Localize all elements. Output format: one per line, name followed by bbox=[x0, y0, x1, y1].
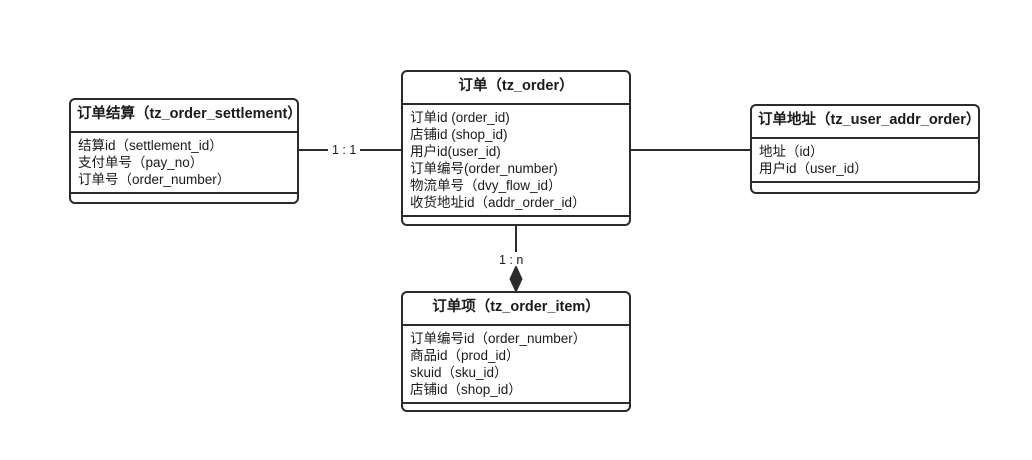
entity-order[interactable]: 订单（tz_order） 订单id (order_id) 店铺id (shop_… bbox=[401, 70, 631, 226]
field-row: 支付单号（pay_no） bbox=[78, 154, 204, 170]
entity-title-user-addr-order: 订单地址（tz_user_addr_order） bbox=[752, 106, 980, 139]
relationship-label-settlement-order: 1 : 1 bbox=[328, 142, 361, 158]
entity-title-order: 订单（tz_order） bbox=[403, 72, 629, 105]
field-row: 结算id（settlement_id） bbox=[78, 137, 223, 153]
field-row: 订单id (order_id) bbox=[410, 109, 510, 125]
entity-order-item[interactable]: 订单项（tz_order_item） 订单编号id（order_number） … bbox=[401, 291, 631, 412]
field-row: 店铺id (shop_id) bbox=[410, 126, 508, 142]
field-row: 收货地址id（addr_order_id） bbox=[410, 194, 586, 210]
entity-fields-order-item: 订单编号id（order_number） 商品id（prod_id） skuid… bbox=[403, 326, 629, 404]
field-row: 订单编号id（order_number） bbox=[410, 330, 587, 346]
field-row: 物流单号（dvy_flow_id） bbox=[410, 177, 562, 193]
entity-fields-order: 订单id (order_id) 店铺id (shop_id) 用户id(user… bbox=[403, 105, 629, 217]
field-row: 商品id（prod_id） bbox=[410, 347, 520, 363]
field-row: 地址（id） bbox=[759, 143, 824, 159]
entity-fields-order-settlement: 结算id（settlement_id） 支付单号（pay_no） 订单号（ord… bbox=[71, 133, 297, 194]
field-row: 店铺id（shop_id） bbox=[410, 381, 522, 397]
field-row: skuid（sku_id） bbox=[410, 364, 508, 380]
field-row: 用户id(user_id) bbox=[410, 143, 501, 159]
entity-title-order-item: 订单项（tz_order_item） bbox=[403, 293, 629, 326]
entity-title-order-settlement: 订单结算（tz_order_settlement） bbox=[71, 100, 302, 133]
connector-order-address bbox=[631, 149, 750, 151]
relationship-label-order-item: 1 : n bbox=[495, 252, 528, 268]
composition-diamond-icon bbox=[509, 266, 523, 292]
entity-user-addr-order[interactable]: 订单地址（tz_user_addr_order） 地址（id） 用户id（use… bbox=[750, 104, 980, 194]
field-row: 订单编号(order_number) bbox=[410, 160, 558, 176]
entity-order-settlement[interactable]: 订单结算（tz_order_settlement） 结算id（settlemen… bbox=[69, 98, 302, 204]
field-row: 用户id（user_id） bbox=[759, 160, 868, 176]
entity-fields-user-addr-order: 地址（id） 用户id（user_id） bbox=[752, 139, 978, 183]
field-row: 订单号（order_number） bbox=[78, 171, 231, 187]
